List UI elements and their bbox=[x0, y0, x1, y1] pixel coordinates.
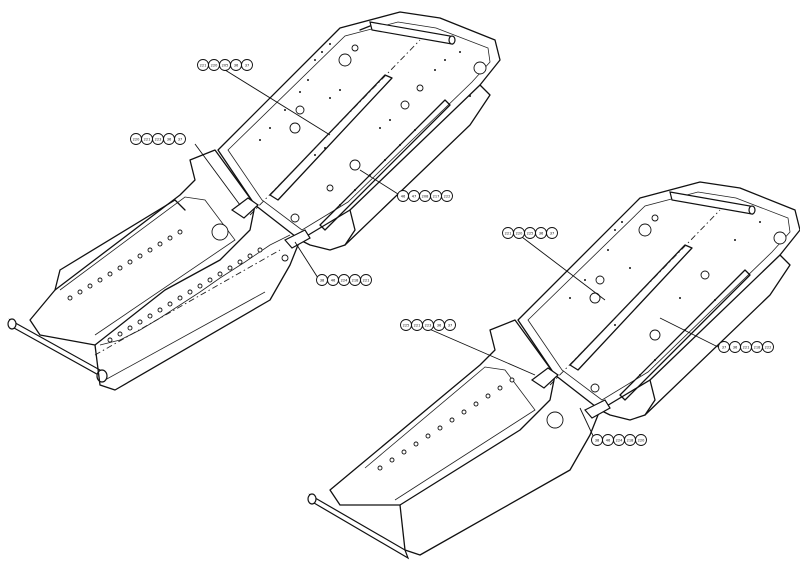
callout-bubble bbox=[360, 274, 372, 286]
callout-number: 46 bbox=[331, 278, 336, 282]
callout-number: 218 bbox=[627, 438, 635, 442]
callout-bubble bbox=[762, 341, 774, 353]
callout-number: 46 bbox=[606, 438, 611, 442]
callout-number: 47 bbox=[412, 194, 417, 198]
callout-number: 37 bbox=[722, 345, 727, 349]
callout-number: 224 bbox=[616, 438, 624, 442]
callout-number: 225 bbox=[527, 231, 534, 235]
callout-number: 220 bbox=[133, 137, 141, 141]
callout-number: 221 bbox=[505, 231, 512, 235]
callout-number: 223 bbox=[155, 137, 162, 141]
callout-bubble bbox=[441, 190, 453, 202]
callout-number: 221 bbox=[743, 345, 750, 349]
chassis-assembly-upper-left bbox=[7, 11, 501, 391]
callout-number: 221 bbox=[144, 137, 151, 141]
callout-number: 36 bbox=[437, 323, 442, 327]
callout-number: 217 bbox=[433, 194, 440, 198]
callout-number: 38 bbox=[320, 278, 325, 282]
callout-number: 220 bbox=[516, 231, 524, 235]
callout-number: 36 bbox=[167, 137, 172, 141]
callout-lr-left-clamp: 225 221 223 36 37 bbox=[400, 319, 536, 376]
callout-number: 37 bbox=[178, 137, 183, 141]
callout-number: 46 bbox=[401, 194, 406, 198]
callout-bubble bbox=[546, 227, 558, 239]
callout-number: 37 bbox=[550, 231, 555, 235]
callout-number: 221 bbox=[414, 323, 421, 327]
callout-number: 36 bbox=[733, 345, 738, 349]
callout-number: 222 bbox=[444, 194, 451, 198]
callout-number: 37 bbox=[245, 63, 250, 67]
callout-number: 37 bbox=[448, 323, 453, 327]
callout-number: 223 bbox=[425, 323, 432, 327]
callout-number: 208 bbox=[422, 194, 430, 198]
callout-number: 36 bbox=[539, 231, 544, 235]
callout-number: 36 bbox=[234, 63, 239, 67]
callout-bubble bbox=[241, 59, 253, 71]
callout-number: 221 bbox=[363, 278, 370, 282]
callout-number: 205 bbox=[222, 63, 229, 67]
chassis-assembly-lower-right bbox=[307, 181, 800, 560]
callout-number: 225 bbox=[403, 323, 410, 327]
callout-number: 38 bbox=[595, 438, 600, 442]
callout-number: 218 bbox=[754, 345, 762, 349]
callout-number: 218 bbox=[352, 278, 360, 282]
callout-number: 221 bbox=[200, 63, 207, 67]
callout-number: 220 bbox=[211, 63, 219, 67]
callout-bubble bbox=[174, 133, 186, 145]
callout-number: 224 bbox=[341, 278, 349, 282]
callout-number: 222 bbox=[765, 345, 772, 349]
callout-bubble bbox=[444, 319, 456, 331]
callout-bubble bbox=[635, 434, 647, 446]
callout-number: 220 bbox=[638, 438, 646, 442]
